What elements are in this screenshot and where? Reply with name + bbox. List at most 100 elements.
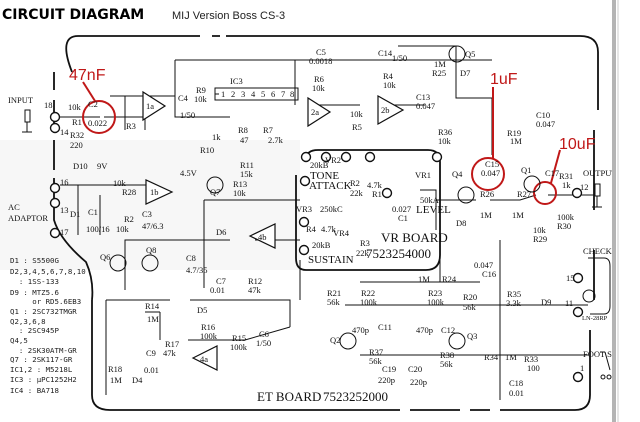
r9-label: R9 — [196, 85, 206, 95]
pointer-c17 — [550, 149, 561, 184]
r8-value: 47 — [240, 135, 249, 145]
pointer-c2 — [82, 81, 96, 102]
r26-value: 1M — [480, 210, 492, 220]
pin-number: 16 — [60, 177, 69, 187]
r10-label: R10 — [200, 145, 214, 155]
d1-label: D1 — [70, 209, 80, 219]
r2-label: R2 — [124, 214, 134, 224]
legend-line: D2,3,4,5,6,7,8,10 — [10, 267, 86, 276]
r17-value: 47k — [163, 348, 177, 358]
transistor-q8 — [141, 254, 159, 272]
tone-value: 20kB — [310, 160, 329, 170]
c5-label: C5 — [316, 47, 326, 57]
legend-line: Q2,3,6,8 — [10, 317, 46, 326]
r31-label: R31 — [559, 171, 573, 181]
q6-label: Q6 — [100, 252, 110, 262]
led-check — [582, 289, 596, 303]
input-label: INPUT — [8, 95, 34, 105]
pin-17 — [49, 227, 61, 239]
highlight-circle-c2 — [82, 100, 116, 134]
opamp-2b-label: 2b — [381, 105, 390, 115]
component-labels: 10k R1 C2 0.022 R3 R32 220 D10 9V 10k R2… — [68, 47, 575, 398]
level-value: 50kA — [420, 195, 440, 205]
et-board-number: 7523252000 — [323, 389, 388, 404]
paper-shade — [0, 140, 300, 270]
legend-line: IC3 : μPC1252H2 — [10, 375, 77, 384]
r25-label: R25 — [432, 68, 446, 78]
legend-line: Q7 : 2SK117-GR — [10, 355, 73, 364]
c8-label: C8 — [186, 253, 196, 263]
opamp-1a — [142, 90, 167, 122]
parts-legend: D1 : S5500G D2,3,4,5,6,7,8,10 : 1SS-133 … — [10, 256, 86, 395]
r6-value: 10k — [312, 83, 326, 93]
c18-value: 0.01 — [509, 388, 524, 398]
transistor-q1 — [523, 175, 541, 193]
r4-label: R4 — [383, 71, 394, 81]
4-5v-label: 4.5V — [180, 168, 198, 178]
vr4-label: VR4 — [333, 228, 350, 238]
diagram-title: CIRCUIT DIAGRAM — [2, 7, 144, 23]
q4-label: Q4 — [452, 169, 463, 179]
annotation-c17: 10uF — [533, 136, 596, 205]
op-amps: 1a 1b 2a 2b 4b 4a — [142, 90, 405, 371]
vr-r4-value: 4.7k — [321, 224, 337, 234]
vr3-label: VR3 — [296, 204, 312, 214]
r33-label: R33 — [524, 354, 538, 364]
ic3-pin: 4 — [251, 89, 256, 99]
opamp-4b — [248, 223, 276, 249]
c18-label: C18 — [509, 378, 523, 388]
r36-label: R36 — [438, 127, 452, 137]
pin-number: 11 — [565, 298, 573, 308]
opamp-1b-label: 1b — [150, 187, 159, 197]
r20-value: 56k — [463, 302, 477, 312]
pin-1 — [572, 371, 584, 383]
c8-value: 4.7/35 — [186, 265, 208, 275]
d8-label: D8 — [456, 218, 466, 228]
r24-value: 1M — [418, 274, 430, 284]
scrollbar-track[interactable] — [612, 0, 616, 422]
r23-value: 100k — [427, 297, 445, 307]
d7-label: D7 — [460, 68, 470, 78]
ic3-pin: 5 — [261, 89, 265, 99]
c2-label: C2 — [88, 99, 98, 109]
r27-label: R27 — [517, 189, 531, 199]
vr-pin-10 — [364, 151, 376, 163]
c19-label: C19 — [382, 364, 396, 374]
c10-label: C10 — [536, 110, 550, 120]
jack-symbols — [22, 109, 612, 380]
r10-value: 1k — [212, 132, 221, 142]
r30-value: 100k — [557, 212, 575, 222]
vr-pin-2 — [298, 244, 310, 256]
legend-line: : 1SS-133 — [10, 277, 59, 286]
diagram-subtitle: MIJ Version Boss CS-3 — [172, 10, 285, 22]
r37-label: R37 — [369, 347, 383, 357]
c12-value: 470p — [416, 325, 433, 335]
c7-label: C7 — [216, 276, 226, 286]
r1-label: R1 — [72, 117, 82, 127]
r11-value: 15k — [240, 169, 254, 179]
vr-pin-8 — [298, 216, 310, 228]
c15-label: C15 — [485, 159, 499, 169]
c14-value: 1/50 — [392, 53, 407, 63]
r32-label: R32 — [70, 130, 84, 140]
check-outline — [588, 257, 611, 315]
c16-label: C16 — [482, 269, 496, 279]
r15-value: 100k — [230, 342, 248, 352]
opamp-2b — [377, 94, 405, 126]
sustain-label: SUSTAIN — [308, 254, 354, 266]
r33-value: 100 — [527, 363, 540, 373]
c3-label: C3 — [142, 209, 152, 219]
r18-value: 1M — [110, 375, 122, 385]
c16-value: 0.047 — [474, 260, 493, 270]
r16-label: R16 — [201, 322, 215, 332]
d4-label: D4 — [132, 375, 143, 385]
vr-board-number: 7523254000 — [366, 246, 431, 261]
vr-r1-label: R1 — [372, 189, 382, 199]
vr-r2-value: 22k — [350, 188, 364, 198]
9v-label: 9V — [97, 161, 108, 171]
c20-value: 220p — [410, 377, 427, 387]
r19-value: 1M — [510, 136, 522, 146]
ic3-pin: 8 — [290, 89, 294, 99]
r26-label: R26 — [480, 189, 494, 199]
c4-label: C4 — [178, 93, 189, 103]
